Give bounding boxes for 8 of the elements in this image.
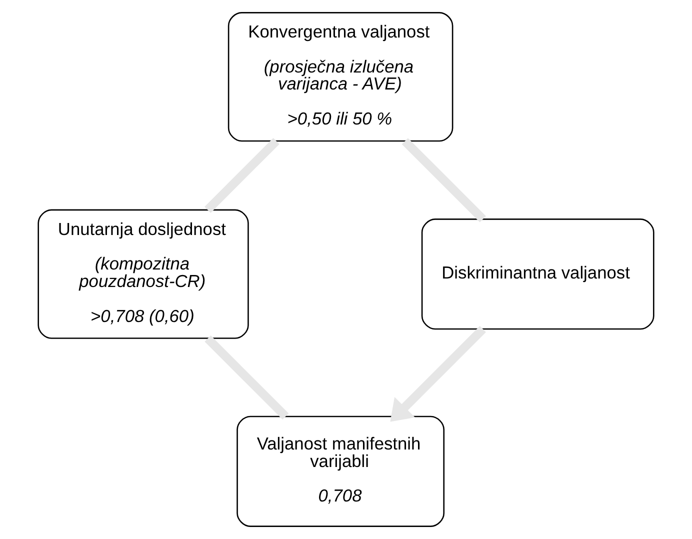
node-box: Unutarnja dosljednost (kompozitna pouzdanost-CR) >0,708 (0,60) [38, 209, 249, 339]
node-box: Valjanost manifestnih varijabli 0,708 [236, 416, 445, 527]
connector [204, 335, 289, 420]
node-box: Konvergentna valjanost (prosječna izlučena varijanca - AVE) >0,50 ili 50 % [228, 12, 454, 142]
connector [402, 138, 486, 222]
connector [204, 138, 280, 213]
arrow [390, 326, 486, 422]
node-box: Diskriminantna valjanost [421, 218, 654, 330]
